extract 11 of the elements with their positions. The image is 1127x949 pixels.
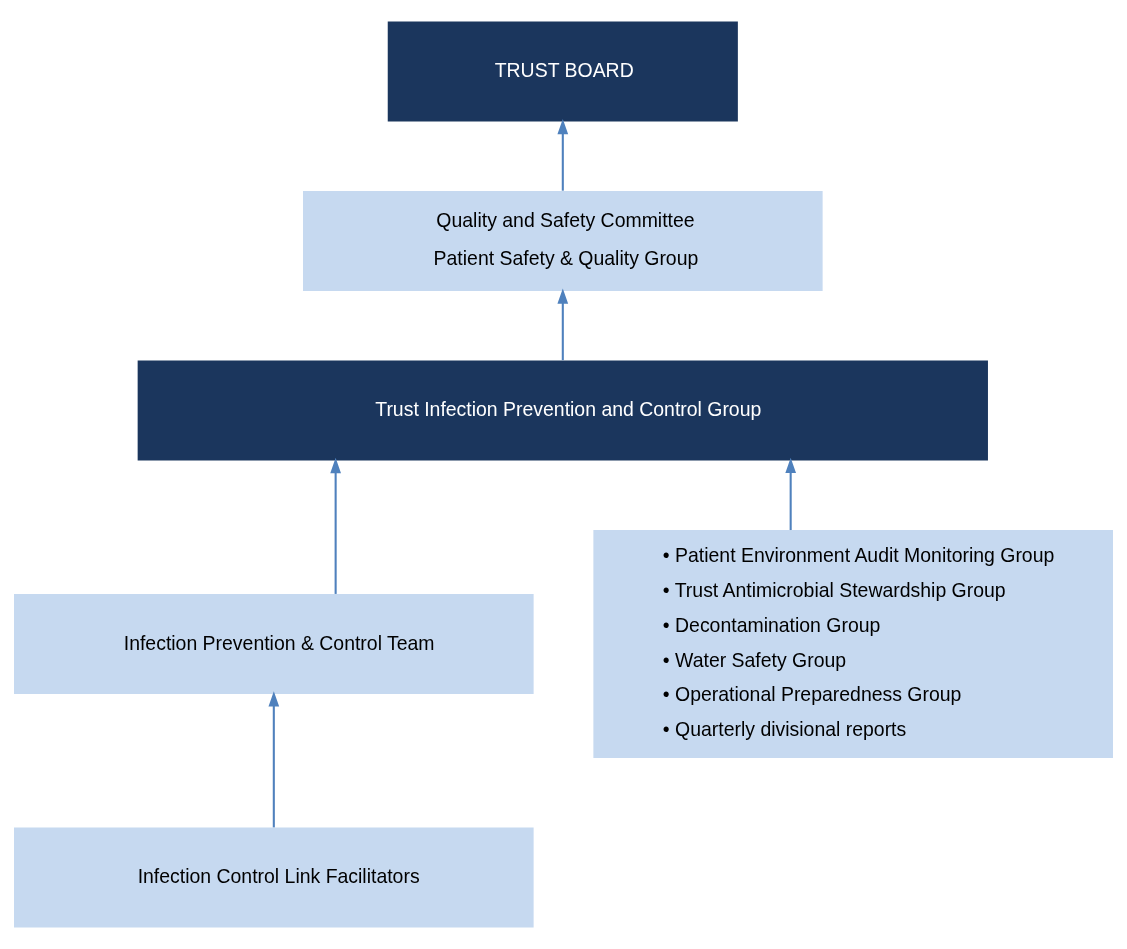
node-box: Infection Control Link Facilitators (14, 827, 534, 928)
arrow (557, 288, 569, 361)
node-box: Infection Prevention & Control Team (14, 594, 534, 694)
arrow (557, 118, 569, 191)
node-box: • Patient Environment Audit Monitoring Group • Trust Antimicrobial Stewardship Group • Decontamination Group • Water Safety Group • Operational Preparedness Group • Quarterly divisional reports (593, 530, 1113, 758)
node-box: Quality and Safety Committee Patient Safety & Quality Group (303, 191, 823, 292)
node-box: Trust Infection Prevention and Control Group (137, 360, 988, 461)
arrow (330, 457, 341, 594)
arrow (785, 457, 797, 531)
arrow (268, 691, 280, 828)
node-box: TRUST BOARD (387, 21, 738, 122)
